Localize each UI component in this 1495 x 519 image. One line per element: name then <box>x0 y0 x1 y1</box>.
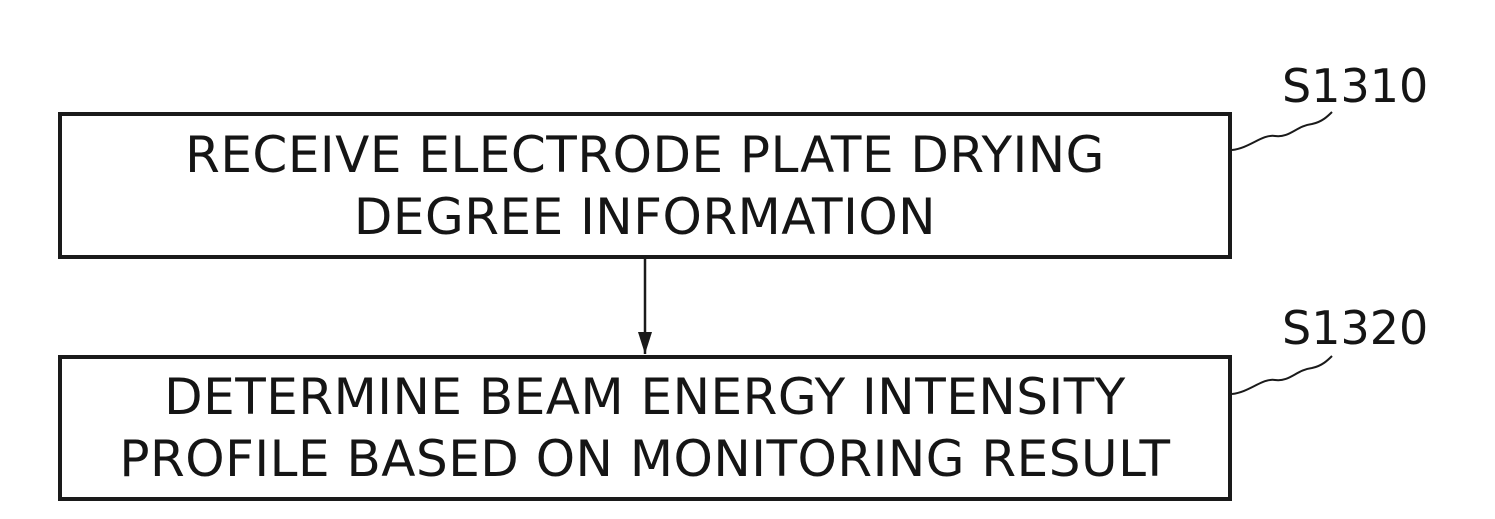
step-text-line: DETERMINE BEAM ENERGY INTENSITY <box>164 366 1126 428</box>
step-text-line: PROFILE BASED ON MONITORING RESULT <box>119 428 1170 490</box>
step-box-s1320: DETERMINE BEAM ENERGY INTENSITY PROFILE … <box>58 355 1232 501</box>
step-box-s1310: RECEIVE ELECTRODE PLATE DRYING DEGREE IN… <box>58 112 1232 259</box>
leader-line-s1310 <box>1232 112 1332 150</box>
step-text-line: RECEIVE ELECTRODE PLATE DRYING <box>185 124 1105 186</box>
flow-arrow-head <box>638 332 652 354</box>
step-label-s1310: S1310 <box>1282 60 1428 112</box>
step-text-line: DEGREE INFORMATION <box>354 186 936 248</box>
leader-line-s1320 <box>1232 356 1332 394</box>
step-label-s1320: S1320 <box>1282 302 1428 354</box>
